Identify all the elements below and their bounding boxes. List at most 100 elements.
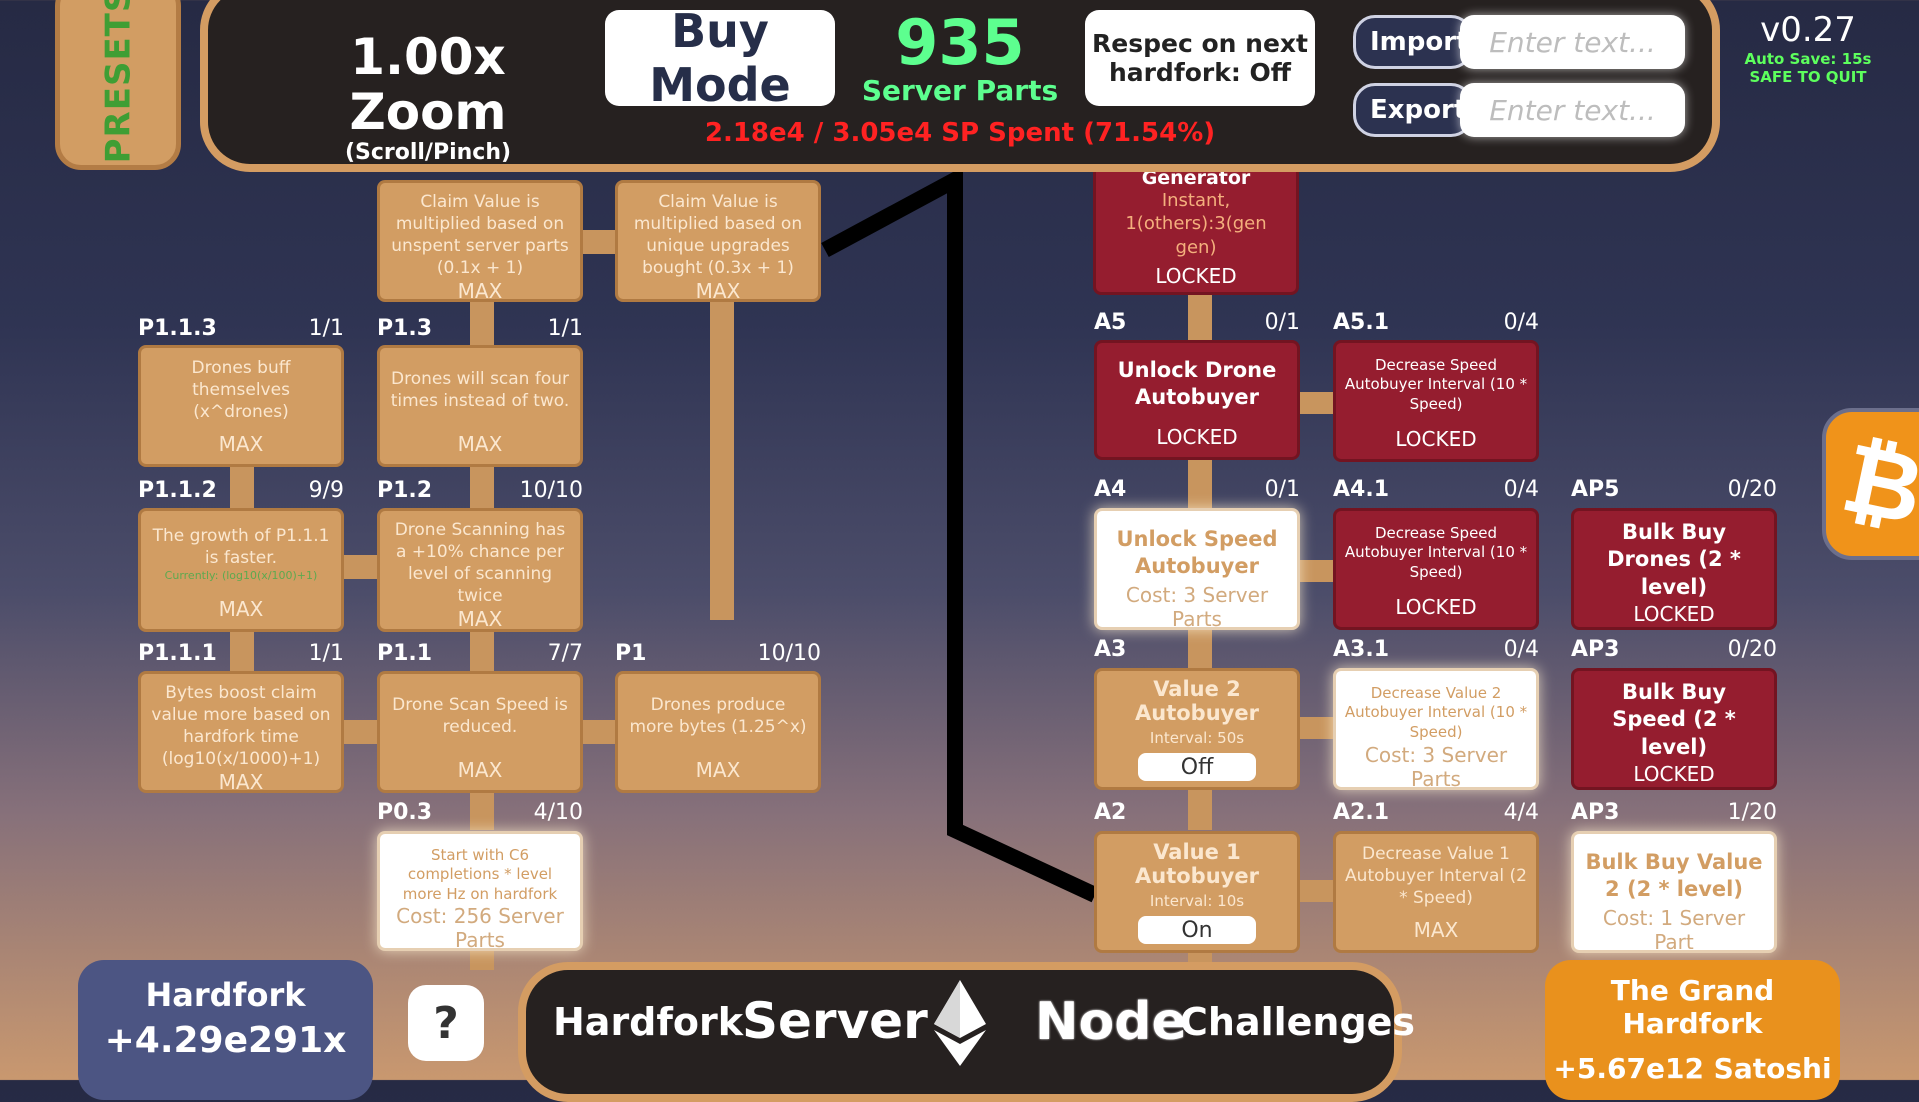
hardfork-value: +4.29e291x xyxy=(104,1020,347,1061)
node-title: Bulk Buy Speed (2 * level) xyxy=(1612,680,1736,759)
node-p1-3[interactable]: Drones will scan four times instead of t… xyxy=(377,345,583,467)
connector xyxy=(1300,880,1336,902)
node-a2-1[interactable]: Decrease Value 1 Autobuyer Interval (2 *… xyxy=(1333,831,1539,953)
node-p0-3[interactable]: Start with C6 completions * level more H… xyxy=(377,831,583,952)
node-current: Currently: (log10(x/100)+1) xyxy=(164,568,318,582)
help-button[interactable]: ? xyxy=(408,985,484,1061)
buy-mode-button[interactable]: Buy Mode xyxy=(605,4,835,112)
node-p1-1-2[interactable]: The growth of P1.1.1 is faster. Currentl… xyxy=(138,508,344,632)
connector xyxy=(1188,455,1212,510)
grand-hardfork-panel[interactable]: The Grand Hardfork +5.67e12 Satoshi xyxy=(1545,960,1840,1100)
node-status: MAX xyxy=(457,758,503,782)
node-label: A3 xyxy=(1094,637,1127,662)
connector xyxy=(340,555,380,579)
autosave-status: Auto Save: 15s xyxy=(1744,50,1872,68)
hardfork-panel[interactable]: Hardfork +4.29e291x xyxy=(78,960,373,1100)
safe-to-quit: SAFE TO QUIT xyxy=(1749,68,1867,86)
node-a4[interactable]: Unlock Speed Autobuyer Cost: 3 Server Pa… xyxy=(1094,508,1300,631)
node-ap3-speed[interactable]: Bulk Buy Speed (2 * level) LOCKED xyxy=(1571,668,1777,790)
connector xyxy=(580,720,620,744)
respec-toggle-button[interactable]: Respec on next hardfork: Off xyxy=(1085,10,1315,106)
zoom-display: 1.00x Zoom (Scroll/Pinch) xyxy=(268,30,588,166)
nav-challenges[interactable]: Challenges xyxy=(1180,1000,1416,1044)
node-desc: Drones buff themselves (x^drones) xyxy=(191,357,291,423)
zoom-hint: (Scroll/Pinch) xyxy=(344,140,512,165)
export-input[interactable]: Enter text... xyxy=(1460,83,1685,137)
server-parts: 935 Server Parts xyxy=(855,6,1065,108)
nav-hardfork[interactable]: Hardfork xyxy=(553,1000,744,1044)
nav-server[interactable]: Server xyxy=(742,992,928,1050)
connector xyxy=(470,950,494,970)
node-a3[interactable]: Value 2 Autobuyer Interval: 50s Off xyxy=(1094,668,1300,790)
node-title: Bulk Buy Drones (2 * level) xyxy=(1607,520,1741,599)
node-desc: Decrease Value 2 Autobuyer Interval (10 … xyxy=(1344,683,1528,741)
node-ap5[interactable]: Bulk Buy Drones (2 * level) LOCKED xyxy=(1571,508,1777,630)
node-a5[interactable]: Unlock Drone Autobuyer LOCKED xyxy=(1094,340,1300,460)
node-cost: Cost: 3 Server Parts xyxy=(1125,583,1269,631)
node-desc: Decrease Speed Autobuyer Interval (10 * … xyxy=(1344,355,1528,413)
node-status: MAX xyxy=(218,770,264,795)
node-a4-1[interactable]: Decrease Speed Autobuyer Interval (10 * … xyxy=(1333,508,1539,630)
node-a2[interactable]: Value 1 Autobuyer Interval: 10s On xyxy=(1094,831,1300,953)
bitcoin-icon: ₿ xyxy=(1833,421,1919,547)
ethereum-icon[interactable] xyxy=(930,978,990,1068)
node-desc: Drone Scanning has a +10% chance per lev… xyxy=(394,520,566,607)
import-input[interactable]: Enter text... xyxy=(1460,15,1685,69)
node-desc: Claim Value is multiplied based on unspe… xyxy=(391,192,569,279)
node-interval: Interval: 10s xyxy=(1149,892,1245,910)
node-status: LOCKED xyxy=(1395,595,1477,619)
connector xyxy=(580,230,620,254)
node-cost: Cost: 256 Server Parts xyxy=(396,904,564,952)
node-p1[interactable]: Drones produce more bytes (1.25^x) MAX xyxy=(615,671,821,793)
grand-hardfork-title: The Grand Hardfork xyxy=(1610,974,1775,1040)
node-desc: The growth of P1.1.1 is faster. Currentl… xyxy=(152,525,330,582)
node-desc: Drone Scan Speed is reduced. xyxy=(392,694,568,737)
server-parts-value: 935 xyxy=(895,6,1025,79)
import-button[interactable]: Import xyxy=(1353,15,1473,69)
autobuyer-toggle[interactable]: Off xyxy=(1138,753,1256,781)
export-button[interactable]: Export xyxy=(1353,83,1473,137)
node-status: MAX xyxy=(218,432,264,456)
node-desc: Bytes boost claim value more based on ha… xyxy=(151,683,331,770)
presets-tab[interactable]: PRESETS xyxy=(55,0,181,170)
node-a3-1[interactable]: Decrease Value 2 Autobuyer Interval (10 … xyxy=(1333,668,1539,791)
nav-node[interactable]: Node xyxy=(1035,992,1187,1052)
bitcoin-tab[interactable]: ₿ xyxy=(1822,408,1919,560)
autobuyer-toggle[interactable]: On xyxy=(1138,916,1256,944)
node-a5-1[interactable]: Decrease Speed Autobuyer Interval (10 * … xyxy=(1333,340,1539,462)
node-desc: Claim Value is multiplied based on uniqu… xyxy=(633,192,803,279)
node-p1-2x[interactable]: Claim Value is multiplied based on unspe… xyxy=(377,180,583,303)
connector xyxy=(230,625,254,675)
sp-spent: 2.18e4 / 3.05e4 SP Spent (71.54%) xyxy=(704,118,1216,148)
grand-hardfork-value: +5.67e12 Satoshi xyxy=(1553,1052,1832,1085)
node-status: MAX xyxy=(695,758,741,782)
node-p1-1-3[interactable]: Drones buff themselves (x^drones) MAX xyxy=(138,345,344,467)
node-title: Value 1 Autobuyer xyxy=(1135,840,1259,888)
node-status: LOCKED xyxy=(1633,601,1715,626)
presets-label: PRESETS xyxy=(98,0,138,164)
node-cost: Cost: 1 Server Part xyxy=(1602,906,1746,954)
node-ap3-value2[interactable]: Bulk Buy Value 2 (2 * level) Cost: 1 Ser… xyxy=(1571,831,1777,954)
connector xyxy=(1188,290,1212,340)
node-p1-2y[interactable]: Claim Value is multiplied based on uniqu… xyxy=(615,180,821,304)
node-p1-1[interactable]: Drone Scan Speed is reduced. MAX xyxy=(377,671,583,793)
node-status: MAX xyxy=(695,279,741,304)
node-p1-2[interactable]: Drone Scanning has a +10% chance per lev… xyxy=(377,508,583,632)
connector xyxy=(1300,392,1336,414)
node-desc: Drones will scan four times instead of t… xyxy=(390,368,570,411)
node-title: Generator xyxy=(1141,167,1251,189)
node-generator[interactable]: Generator Instant, 1(others):3(gen gen) … xyxy=(1093,160,1299,295)
node-p1-1-1[interactable]: Bytes boost claim value more based on ha… xyxy=(138,671,344,795)
